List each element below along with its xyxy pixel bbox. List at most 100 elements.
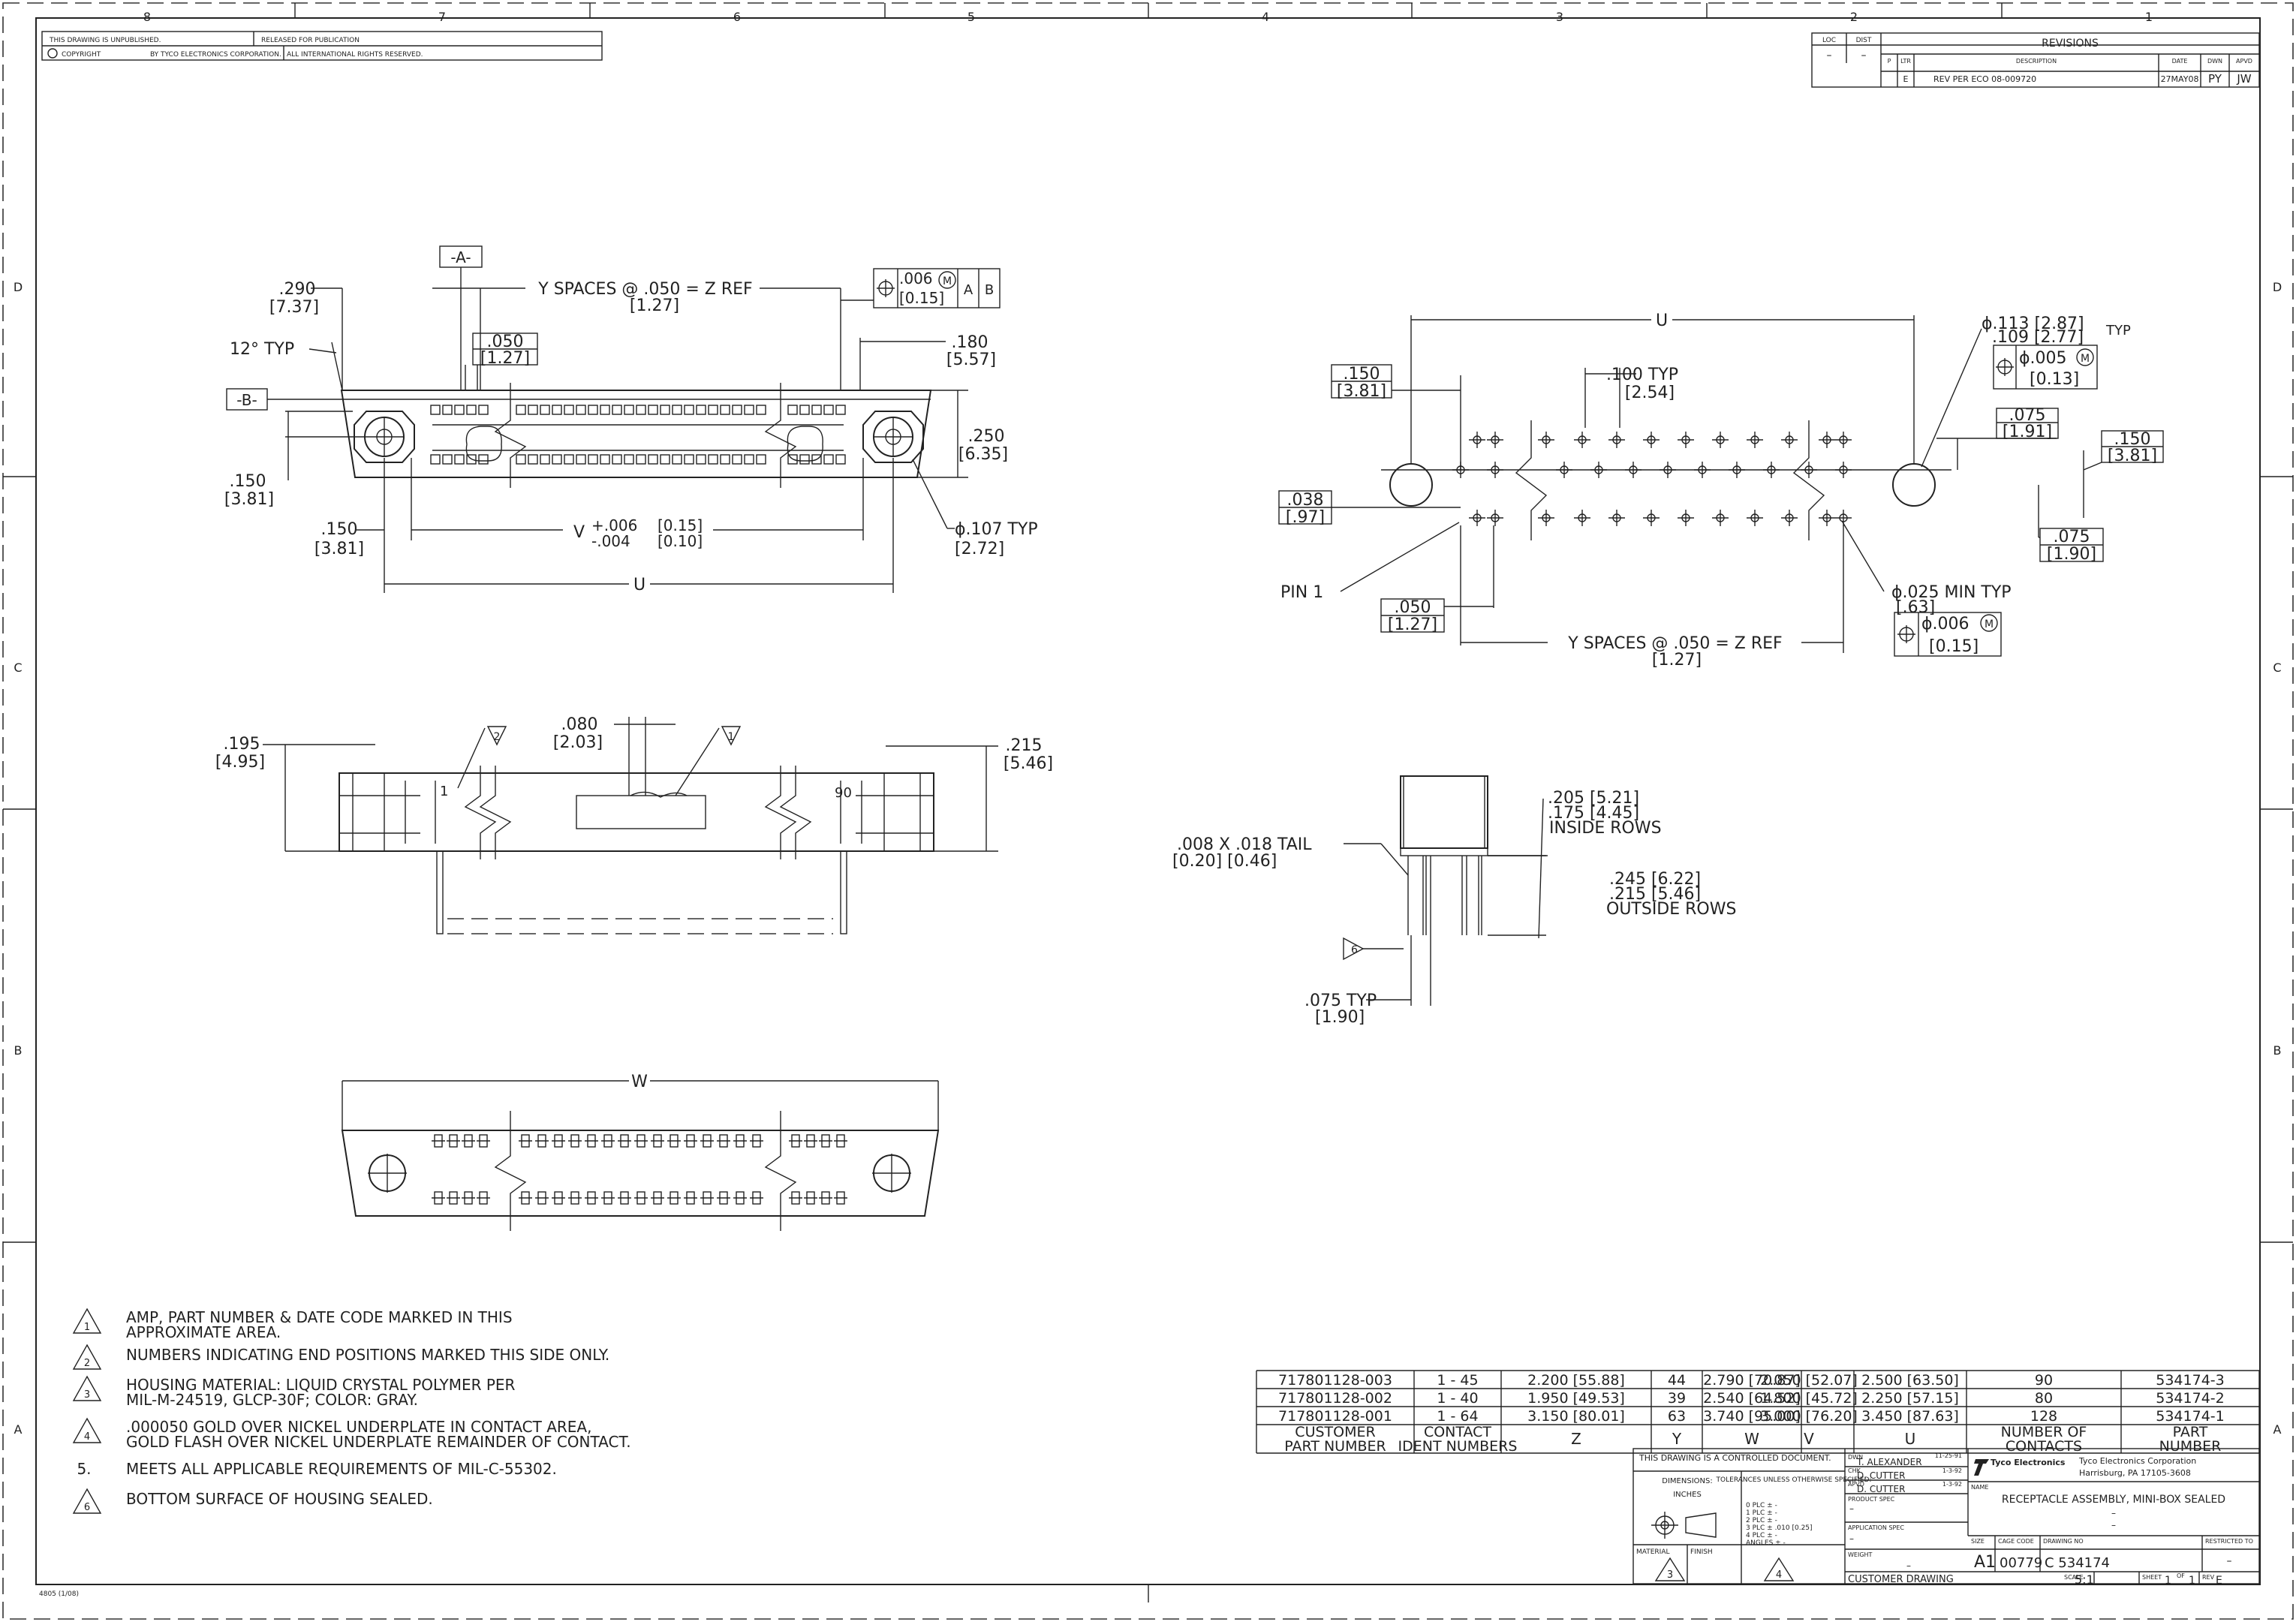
dim-yspaces-top-metric: [1.27] bbox=[630, 296, 679, 315]
table-header: U bbox=[1905, 1430, 1916, 1448]
material-label: MATERIAL bbox=[1636, 1548, 1670, 1556]
table-cell: 3.740 [95.00] bbox=[1703, 1408, 1801, 1425]
dim-038-metric: [.97] bbox=[1286, 508, 1325, 527]
dim-150-bottom-metric: [3.81] bbox=[314, 540, 364, 558]
dim-inside: INSIDE ROWS bbox=[1549, 819, 1662, 838]
contact-cell bbox=[466, 405, 477, 415]
contact-cell bbox=[696, 454, 706, 465]
finish-label: FINISH bbox=[1690, 1548, 1713, 1556]
rev-dist: DIST bbox=[1856, 37, 1872, 44]
dim-hole-metric: [2.72] bbox=[955, 540, 1004, 558]
contact-cell bbox=[660, 454, 670, 465]
note2-flag: 2 bbox=[494, 731, 501, 743]
svg-text:4: 4 bbox=[84, 1431, 90, 1443]
contact-cell bbox=[430, 454, 441, 465]
dim-hole-dia2: .109 [2.77] bbox=[1992, 328, 2084, 347]
dim-175: .175 [4.45] bbox=[1548, 804, 1639, 823]
restricted-label: RESTRICTED TO bbox=[2205, 1538, 2253, 1545]
contact-cell bbox=[660, 405, 670, 415]
zone-6: 6 bbox=[733, 10, 741, 24]
dim-050-pcb-metric: [1.27] bbox=[1388, 615, 1437, 634]
contact-cell bbox=[430, 405, 441, 415]
dim-205: .205 [5.21] bbox=[1548, 789, 1639, 808]
sheets-value: 1 bbox=[2189, 1575, 2195, 1587]
dim-250: .250 bbox=[968, 427, 1005, 446]
table-cell: 1 - 40 bbox=[1437, 1390, 1478, 1407]
notes: 1 AMP, PART NUMBER & DATE CODE MARKED IN… bbox=[72, 1308, 631, 1514]
contact-cell bbox=[528, 454, 538, 465]
tol-3: 3 PLC ± .010 [0.25] bbox=[1746, 1524, 1813, 1532]
contact-cell bbox=[744, 405, 754, 415]
zone-1: 1 bbox=[2145, 10, 2153, 24]
rights-text: ALL INTERNATIONAL RIGHTS RESERVED. bbox=[287, 51, 423, 59]
dim-pin-pos: ϕ.006 bbox=[1921, 615, 1970, 633]
note-2: 2 NUMBERS INDICATING END POSITIONS MARKE… bbox=[72, 1344, 609, 1370]
scale-value: 5:1 bbox=[2075, 1572, 2094, 1587]
svg-text:APPROXIMATE AREA.: APPROXIMATE AREA. bbox=[126, 1323, 281, 1341]
form-code: 4805 (1/08) bbox=[39, 1590, 79, 1598]
company-address: Harrisburg, PA 17105-3608 bbox=[2079, 1468, 2191, 1478]
table-cell: 1 - 64 bbox=[1437, 1408, 1478, 1425]
dim-038: .038 bbox=[1287, 491, 1324, 510]
svg-text:–: – bbox=[2111, 1520, 2116, 1530]
fcf-tol: .006 bbox=[899, 269, 933, 287]
svg-text:MEETS ALL APPLICABLE REQUIREME: MEETS ALL APPLICABLE REQUIREMENTS OF MIL… bbox=[126, 1460, 557, 1478]
table-cell: 717801128-001 bbox=[1278, 1408, 1392, 1425]
dim-180-metric: [5.57] bbox=[946, 351, 996, 369]
svg-text:–: – bbox=[2111, 1508, 2116, 1518]
contact-cell bbox=[756, 454, 766, 465]
contact-cell bbox=[636, 405, 646, 415]
sheet-value: 1 bbox=[2165, 1575, 2171, 1587]
contact-cell bbox=[787, 454, 798, 465]
dim-u-pcb: U bbox=[1656, 311, 1668, 330]
contact-cell bbox=[442, 454, 453, 465]
contact-cell bbox=[442, 405, 453, 415]
dimensions-label: DIMENSIONS: bbox=[1662, 1477, 1712, 1485]
zone-4: 4 bbox=[1262, 10, 1269, 24]
apvd-label: APVD bbox=[1848, 1481, 1864, 1488]
dim-100: .100 TYP bbox=[1606, 366, 1678, 384]
rev-label: REV bbox=[2202, 1574, 2215, 1581]
release-block: THIS DRAWING IS UNPUBLISHED. RELEASED FO… bbox=[41, 31, 603, 61]
table-header: PART bbox=[2173, 1424, 2208, 1440]
tol-angles: ANGLES ± - bbox=[1746, 1539, 1786, 1547]
table-cell: 1.950 [49.53] bbox=[1527, 1390, 1625, 1407]
note-6: 6 BOTTOM SURFACE OF HOUSING SEALED. bbox=[72, 1488, 433, 1514]
dim-075-end-metric: [1.90] bbox=[1315, 1008, 1365, 1027]
dim-215-end: .215 [5.46] bbox=[1609, 885, 1701, 904]
contact-cell bbox=[600, 454, 610, 465]
table-cell: 63 bbox=[1668, 1408, 1686, 1425]
revisions-block: LOC DIST – – REVISIONS P LTR DESCRIPTION… bbox=[1811, 32, 2260, 88]
contact-cell bbox=[648, 405, 658, 415]
dim-hole-pos-metric: [0.13] bbox=[2030, 370, 2079, 389]
fcf-tol-metric: [0.15] bbox=[899, 289, 944, 307]
table-header: IDENT NUMBERS bbox=[1398, 1438, 1518, 1455]
svg-text:3: 3 bbox=[84, 1389, 90, 1401]
contact-cell bbox=[672, 405, 682, 415]
dim-angle: 12° TYP bbox=[230, 340, 294, 359]
chk-label: CHK bbox=[1848, 1467, 1861, 1474]
contact-cell bbox=[516, 454, 526, 465]
svg-text:M: M bbox=[1985, 618, 1994, 630]
top-view: -A- -B- .290 [7.37] Y SPACES @ .050 = Z … bbox=[224, 245, 1038, 594]
svg-text:NUMBERS INDICATING END POSITIO: NUMBERS INDICATING END POSITIONS MARKED … bbox=[126, 1346, 609, 1364]
controlled-doc: THIS DRAWING IS A CONTROLLED DOCUMENT. bbox=[1638, 1453, 1831, 1463]
bottom-contacts bbox=[432, 1134, 847, 1205]
contact-cell bbox=[720, 454, 730, 465]
rev-col-dwn: DWN bbox=[2207, 58, 2222, 65]
mount-hole-left bbox=[354, 411, 415, 463]
rev-col-p: P bbox=[1888, 58, 1891, 65]
by-corp-text: BY TYCO ELECTRONICS CORPORATION. bbox=[150, 51, 281, 59]
contact-cell bbox=[600, 405, 610, 415]
dim-050: .050 bbox=[487, 333, 524, 351]
datum-a: -A- bbox=[450, 248, 471, 266]
contact-cell bbox=[540, 405, 550, 415]
contact-cell bbox=[684, 405, 694, 415]
pos-90: 90 bbox=[835, 785, 852, 801]
name-label: NAME bbox=[1971, 1484, 1988, 1491]
contact-cell bbox=[478, 405, 489, 415]
contact-cell bbox=[823, 454, 834, 465]
third-angle-icon bbox=[1651, 1512, 1717, 1539]
part-name: RECEPTACLE ASSEMBLY, MINI-BOX SEALED bbox=[2002, 1494, 2225, 1506]
